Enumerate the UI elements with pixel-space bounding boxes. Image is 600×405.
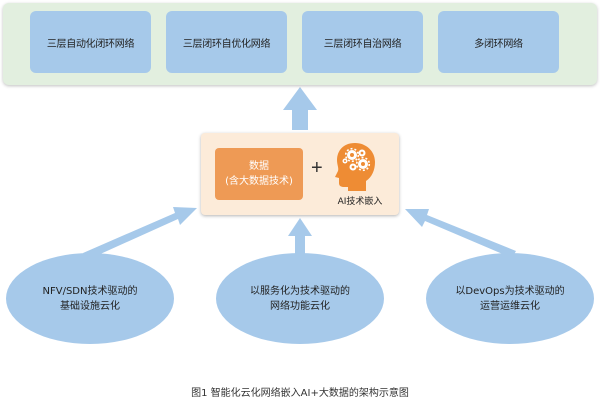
data-box: 数据 (含大数据技术) (215, 148, 303, 200)
network-box-self-optimizing: 三层闭环自优化网络 (166, 11, 287, 73)
right-diagonal-arrow (405, 209, 516, 258)
ai-embedding-label: AI技术嵌入 (337, 197, 383, 207)
driver-line-2: 网络功能云化 (270, 300, 330, 312)
network-box-autonomous: 三层闭环自治网络 (302, 11, 423, 73)
network-box-multi-loop: 多闭环网络 (438, 11, 559, 73)
network-box-label: 多闭环网络 (474, 38, 523, 50)
plus-sign: + (311, 157, 323, 179)
ai-bigdata-panel: 数据 (含大数据技术) + AI技术嵌入 (201, 133, 399, 215)
left-diagonal-arrow (83, 207, 197, 260)
driver-line-2: 运营运维云化 (480, 300, 540, 312)
driver-line-1: NFV/SDN技术驱动的 (42, 285, 138, 297)
driver-ellipse-infrastructure: NFV/SDN技术驱动的 基础设施云化 (6, 253, 174, 344)
up-arrow (283, 87, 317, 130)
driver-line-1: 以DevOps为技术驱动的 (455, 285, 565, 297)
network-box-label: 三层自动化闭环网络 (46, 38, 135, 50)
network-box-automation: 三层自动化闭环网络 (30, 11, 151, 73)
network-evolution-panel: 三层自动化闭环网络 三层闭环自优化网络 三层闭环自治网络 多闭环网络 (3, 3, 597, 85)
driver-line-2: 基础设施云化 (60, 300, 120, 312)
driver-line-1: 以服务化为技术驱动的 (250, 285, 350, 297)
network-box-label: 三层闭环自优化网络 (182, 38, 271, 50)
driver-ellipse-operations: 以DevOps为技术驱动的 运营运维云化 (426, 253, 594, 344)
network-box-label: 三层闭环自治网络 (323, 38, 402, 50)
head-with-gears-icon (335, 143, 375, 191)
data-box-subtitle: (含大数据技术) (225, 176, 293, 187)
data-box-title: 数据 (249, 161, 269, 172)
driver-ellipse-network-function: 以服务化为技术驱动的 网络功能云化 (216, 253, 384, 344)
middle-up-arrow (288, 218, 312, 255)
figure-caption: 图1 智能化云化网络嵌入AI+大数据的架构示意图 (191, 388, 409, 399)
